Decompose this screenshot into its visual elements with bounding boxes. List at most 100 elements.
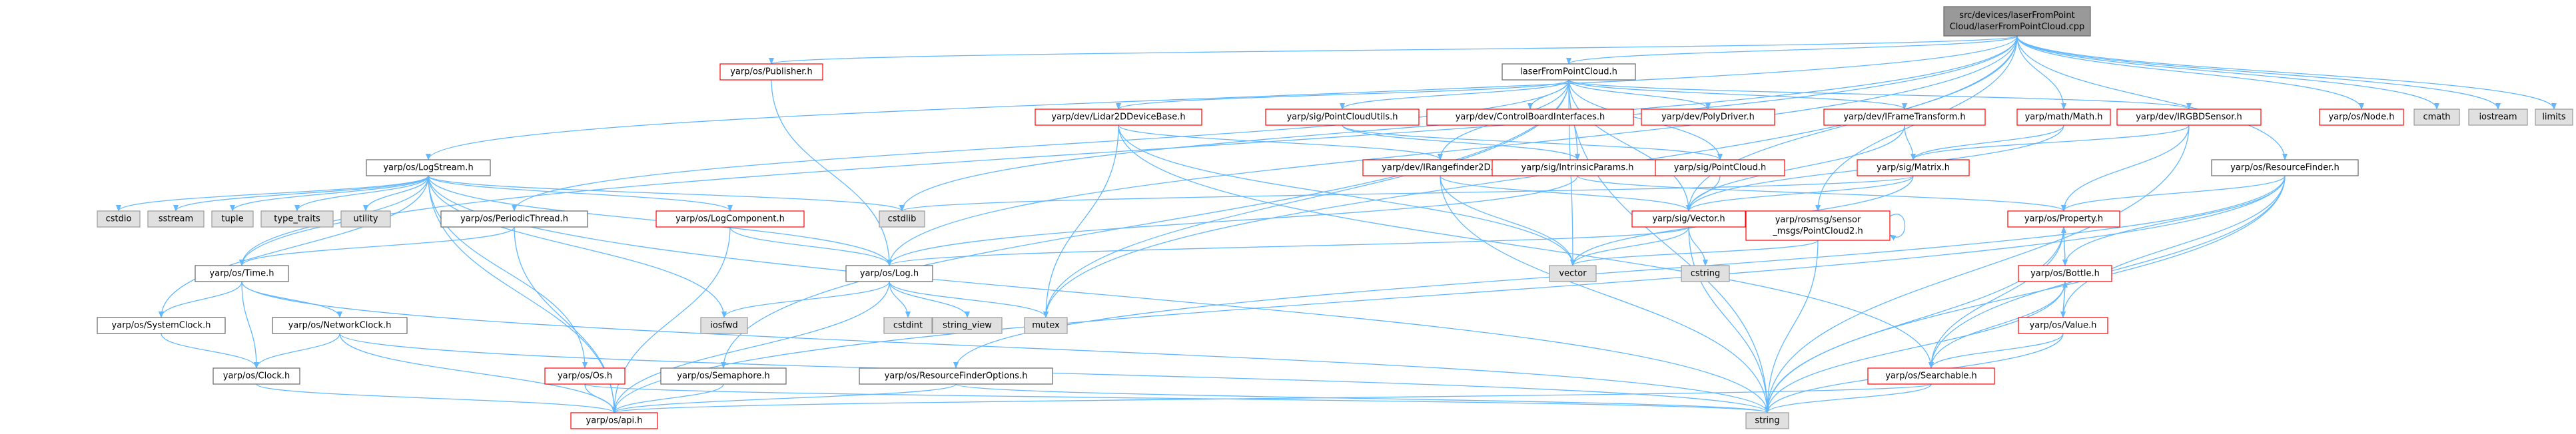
- node-box: [660, 367, 787, 385]
- edge-oslog-to-mutex: [889, 281, 1049, 318]
- node-logcomp[interactable]: yarp/os/LogComponent.h: [655, 210, 805, 228]
- node-intrinsic[interactable]: yarp/sig/IntrinsicParams.h: [1492, 159, 1663, 176]
- edge-rangefinder-to-svector: [1440, 175, 1691, 212]
- node-rosmsg[interactable]: yarp/rosmsg/sensor_msgs/PointCloud2.h: [1745, 210, 1891, 241]
- node-value[interactable]: yarp/os/Value.h: [2018, 317, 2108, 334]
- edge-value-to-bottle: [2062, 281, 2068, 318]
- node-label: yarp/os/api.h: [586, 416, 643, 426]
- node-box: [1035, 108, 1202, 126]
- node-pcutils[interactable]: yarp/sig/PointCloudUtils.h: [1265, 108, 1420, 126]
- node-label: limits: [2542, 112, 2566, 122]
- edge-lfpc_h-to-lidar: [1116, 79, 1569, 110]
- edge-bottle-to-string: [1765, 281, 2066, 413]
- node-matrix[interactable]: yarp/sig/Matrix.h: [1857, 159, 1970, 176]
- node-label: laserFromPointCloud.h: [1520, 67, 1617, 77]
- node-box: [2468, 108, 2528, 126]
- edge-svector-to-cstring: [1688, 226, 1708, 266]
- node-label: yarp/os/Value.h: [2030, 321, 2097, 331]
- node-semaphore[interactable]: yarp/os/Semaphore.h: [660, 367, 787, 385]
- edge-lidar-to-rangefinder: [1118, 124, 1443, 160]
- edge-osos-to-string: [584, 383, 1770, 413]
- node-polydriver[interactable]: yarp/dev/PolyDriver.h: [1641, 108, 1775, 126]
- node-box: [195, 265, 289, 282]
- edge-root-to-cmath: [2016, 35, 2439, 110]
- node-bottle[interactable]: yarp/os/Bottle.h: [2018, 265, 2112, 282]
- node-rfopts[interactable]: yarp/os/ResourceFinderOptions.h: [859, 367, 1053, 385]
- edge-rgbd-to-matrix: [1911, 124, 2190, 160]
- node-sysclock[interactable]: yarp/os/SystemClock.h: [97, 317, 226, 334]
- node-label: yarp/sig/Matrix.h: [1877, 163, 1950, 173]
- edge-lfpc_h-to-semaphore: [721, 79, 1569, 369]
- node-root[interactable]: src/devices/laserFromPointCloud/laserFro…: [1943, 6, 2091, 37]
- node-label: iostream: [2479, 112, 2517, 122]
- node-cbi[interactable]: yarp/dev/ControlBoardInterfaces.h: [1426, 108, 1634, 126]
- node-property[interactable]: yarp/os/Property.h: [2007, 210, 2120, 228]
- node-logstream[interactable]: yarp/os/LogStream.h: [366, 159, 491, 176]
- node-osos[interactable]: yarp/os/Os.h: [544, 367, 626, 385]
- edge-logstream-to-utility: [363, 175, 429, 212]
- edge-rosmsg-to-string: [1765, 240, 1819, 413]
- node-frametransform[interactable]: yarp/dev/IFrameTransform.h: [1823, 108, 1986, 126]
- node-box: [2211, 159, 2359, 176]
- edge-bottle-to-searchable: [1929, 281, 2066, 369]
- node-box: [845, 265, 933, 282]
- node-box: [2007, 210, 2120, 228]
- node-box: [1549, 265, 1597, 282]
- node-label: yarp/os/Searchable.h: [1885, 371, 1977, 381]
- node-label: yarp/os/Log.h: [860, 269, 919, 279]
- edge-ostime-to-sysclock: [159, 281, 242, 318]
- node-label: type_traits: [274, 214, 320, 224]
- node-box: [2018, 265, 2112, 282]
- node-api[interactable]: yarp/os/api.h: [570, 412, 658, 429]
- node-periodic[interactable]: yarp/os/PeriodicThread.h: [440, 210, 588, 228]
- edge-ostime-to-osclock: [241, 281, 259, 369]
- node-lidar[interactable]: yarp/dev/Lidar2DDeviceBase.h: [1035, 108, 1202, 126]
- node-searchable[interactable]: yarp/os/Searchable.h: [1867, 367, 1995, 385]
- edge-rgbd-to-property: [2061, 124, 2190, 212]
- node-osclock[interactable]: yarp/os/Clock.h: [213, 367, 300, 385]
- edge-rangefinder-to-string: [1440, 175, 1770, 413]
- edge-semaphore-to-api: [612, 383, 724, 413]
- edge-frametransform-to-svector: [1686, 124, 1905, 212]
- edge-periodic-to-api: [514, 226, 617, 413]
- node-rangefinder[interactable]: yarp/dev/IRangefinder2D.h: [1362, 159, 1518, 176]
- node-label: yarp/os/Node.h: [2328, 112, 2394, 122]
- node-label: yarp/os/LogStream.h: [383, 163, 473, 173]
- node-label: yarp/os/Clock.h: [223, 371, 290, 381]
- edge-lfpc_h-to-polydriver: [1568, 79, 1711, 110]
- node-label: cstdio: [106, 214, 132, 224]
- edge-lidar-to-mutex: [1043, 124, 1119, 318]
- node-box: [883, 317, 933, 334]
- node-oslog[interactable]: yarp/os/Log.h: [845, 265, 933, 282]
- edge-lfpc_h-to-frametransform: [1568, 79, 1907, 110]
- node-pointcloud[interactable]: yarp/sig/PointCloud.h: [1655, 159, 1785, 176]
- node-tuple: tuple: [211, 210, 254, 228]
- node-box: [1745, 412, 1789, 429]
- node-label: yarp/os/PeriodicThread.h: [460, 214, 568, 224]
- node-publisher[interactable]: yarp/os/Publisher.h: [719, 63, 823, 81]
- edge-root-to-osnode: [2016, 35, 2364, 110]
- node-label: yarp/rosmsg/sensor: [1775, 215, 1861, 225]
- node-box: [2413, 108, 2460, 126]
- node-rgbd[interactable]: yarp/dev/IRGBDSensor.h: [2116, 108, 2262, 126]
- edge-oslog-to-api: [612, 281, 890, 413]
- node-mathmath[interactable]: yarp/math/Math.h: [2016, 108, 2111, 126]
- node-label: mutex: [1032, 321, 1060, 331]
- edge-matrix-to-cstdlib: [899, 175, 1914, 212]
- node-lfpc_h[interactable]: laserFromPointCloud.h: [1502, 63, 1636, 81]
- node-label: cstring: [1691, 269, 1720, 279]
- node-svector[interactable]: yarp/sig/Vector.h: [1631, 210, 1746, 228]
- node-resfinder[interactable]: yarp/os/ResourceFinder.h: [2211, 159, 2359, 176]
- edge-pcutils-to-intrinsic: [1342, 124, 1580, 160]
- node-ostime[interactable]: yarp/os/Time.h: [195, 265, 289, 282]
- edge-property-to-searchable: [1929, 226, 2064, 369]
- edge-logstream-to-sysclock: [159, 175, 429, 318]
- node-label: cstdlib: [888, 214, 917, 224]
- node-label: yarp/os/NetworkClock.h: [288, 321, 392, 331]
- edge-svector-to-string: [1688, 226, 1770, 413]
- node-netclock[interactable]: yarp/os/NetworkClock.h: [272, 317, 408, 334]
- node-label: yarp/math/Math.h: [2025, 112, 2103, 122]
- node-box: [147, 210, 205, 228]
- node-box: [2535, 108, 2573, 126]
- node-osnode[interactable]: yarp/os/Node.h: [2319, 108, 2404, 126]
